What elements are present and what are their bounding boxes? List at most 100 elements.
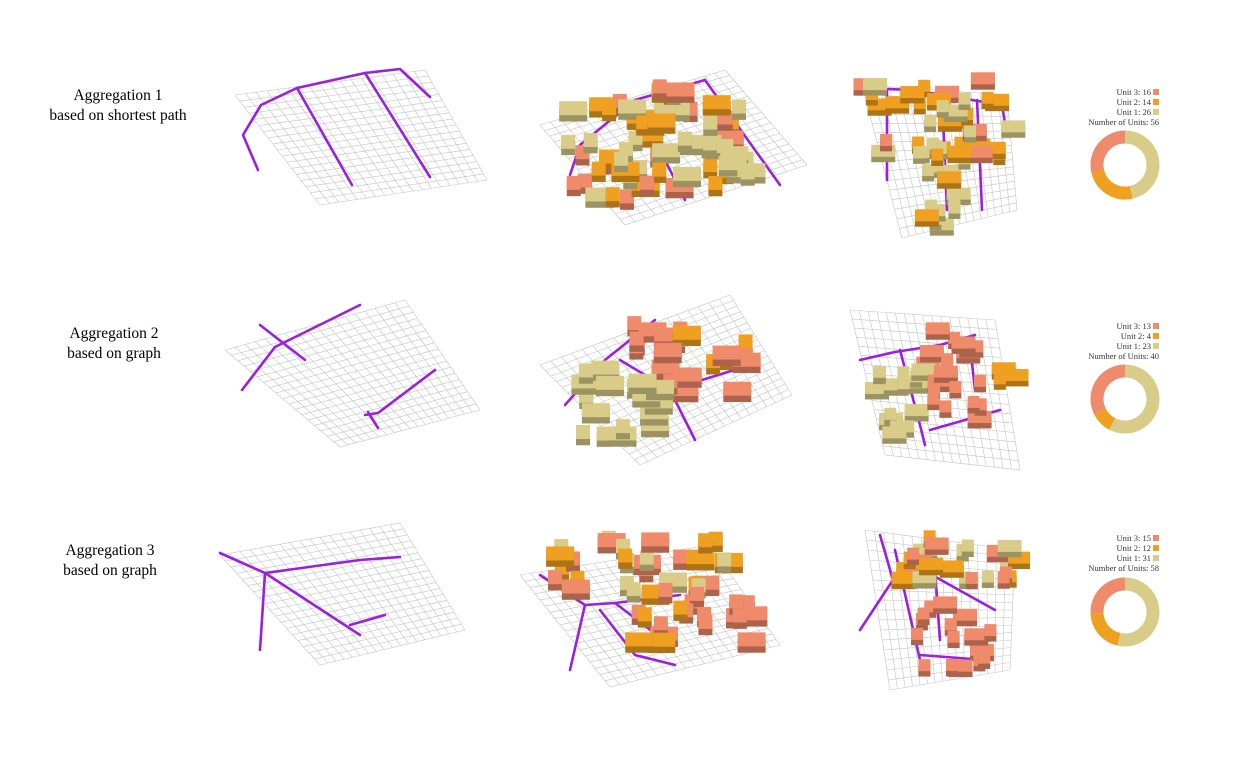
row-1-aggregation-perspective [539,69,808,226]
unit-block [933,596,958,609]
row-2-subtitle: based on graph [67,345,161,362]
path-line [258,323,307,362]
path-line [366,410,380,430]
unit3-swatch [1153,89,1159,95]
unit-block [964,125,977,138]
legend-unit1-text: Unit 1: 26 [1116,107,1151,117]
unit-block [653,342,682,357]
unit-block [647,632,676,647]
unit-block [732,99,747,114]
row-3-legend: Unit 3: 15 Unit 2: 12 Unit 1: 31 Number … [1075,533,1159,573]
unit2-swatch [1153,333,1159,339]
legend-unit2-text: Unit 2: 12 [1116,543,1151,553]
legend-unit1-text: Unit 1: 23 [1116,341,1151,351]
unit-block [595,375,624,390]
unit-block [918,659,931,672]
unit-block [703,115,718,130]
unit-block [919,345,944,358]
unit-block [948,201,961,214]
unit-block [640,175,655,190]
unit-block [922,164,935,177]
row-3-title: Aggregation 3 [65,542,155,559]
unit-block [1004,369,1029,382]
unit-block [591,161,606,176]
legend-unit1-text: Unit 1: 31 [1116,553,1151,563]
unit2-swatch [1153,99,1159,105]
unit-block [652,162,667,177]
unit-block [880,133,893,146]
unit-block [933,365,958,378]
unit3-swatch [1153,535,1159,541]
unit-block [723,381,752,396]
legend-unit2-text: Unit 2: 14 [1116,97,1151,107]
unit-block [900,86,925,99]
unit-block [978,651,991,664]
legend-unit2: Unit 2: 14 [1075,97,1159,107]
unit-block [576,424,591,439]
unit-block [619,189,634,204]
unit-block [652,143,681,158]
unit-block [737,632,766,647]
unit-block [629,331,644,346]
path-line [348,613,387,627]
unit-block [961,539,974,552]
unit-block [740,595,755,610]
unit-block [618,99,647,114]
row-3-aggregation-top-view [858,529,1030,691]
unit1-donut-slice [1124,130,1160,199]
legend-unit3-text: Unit 3: 15 [1116,533,1151,543]
unit-block [891,571,916,584]
legend-unit3-text: Unit 3: 16 [1116,87,1151,97]
unit-block [997,539,1022,552]
unit1-donut-slice [1117,577,1160,647]
unit-block [712,345,741,360]
unit-block [949,381,962,394]
row-3-path-network [218,522,466,666]
unit-block [602,101,617,116]
legend-unit1: Unit 1: 31 [1075,553,1159,563]
unit2-donut-slice [1094,408,1116,430]
path-line [568,603,587,672]
unit-block [579,363,594,378]
unit2-swatch [1153,545,1159,551]
unit-block [997,571,1010,584]
terrain-grid [219,522,466,666]
unit-block [925,322,950,335]
unit-block [647,113,676,128]
unit-block [615,419,630,434]
unit-block [702,95,731,110]
unit-block [548,570,563,585]
unit-block [946,187,971,200]
path-line [218,551,402,575]
row-3-unit-donut [1090,577,1160,647]
unit-block [941,353,954,366]
unit3-donut-slice [1090,364,1126,415]
legend-total-text: Number of Units: 58 [1088,563,1159,573]
unit-block [970,72,995,85]
legend-unit3-text: Unit 3: 13 [1116,321,1151,331]
unit-block [690,586,705,601]
row-2-aggregation-perspective [539,294,793,466]
unit-block [917,607,930,620]
unit-block [981,91,994,104]
path-line [240,303,362,392]
path-line [295,86,354,187]
terrain-grid [224,299,481,448]
unit-block [936,100,949,113]
unit-block [637,607,652,622]
unit-block [965,571,978,584]
unit-block [677,131,692,146]
unit1-swatch [1153,343,1159,349]
row-2-label: Aggregation 2 based on graph [34,324,194,364]
legend-unit2: Unit 2: 4 [1075,331,1159,341]
unit-block [698,533,713,548]
unit-block [626,582,641,597]
unit-block [717,552,732,567]
unit-block [911,363,936,376]
unit-block [973,374,986,387]
unit-block [937,171,962,184]
unit-block [732,608,747,623]
unit-block [967,395,980,408]
unit3-donut-slice [1090,577,1126,614]
row-1-legend: Unit 3: 16 Unit 2: 14 Unit 1: 26 Number … [1075,87,1159,127]
